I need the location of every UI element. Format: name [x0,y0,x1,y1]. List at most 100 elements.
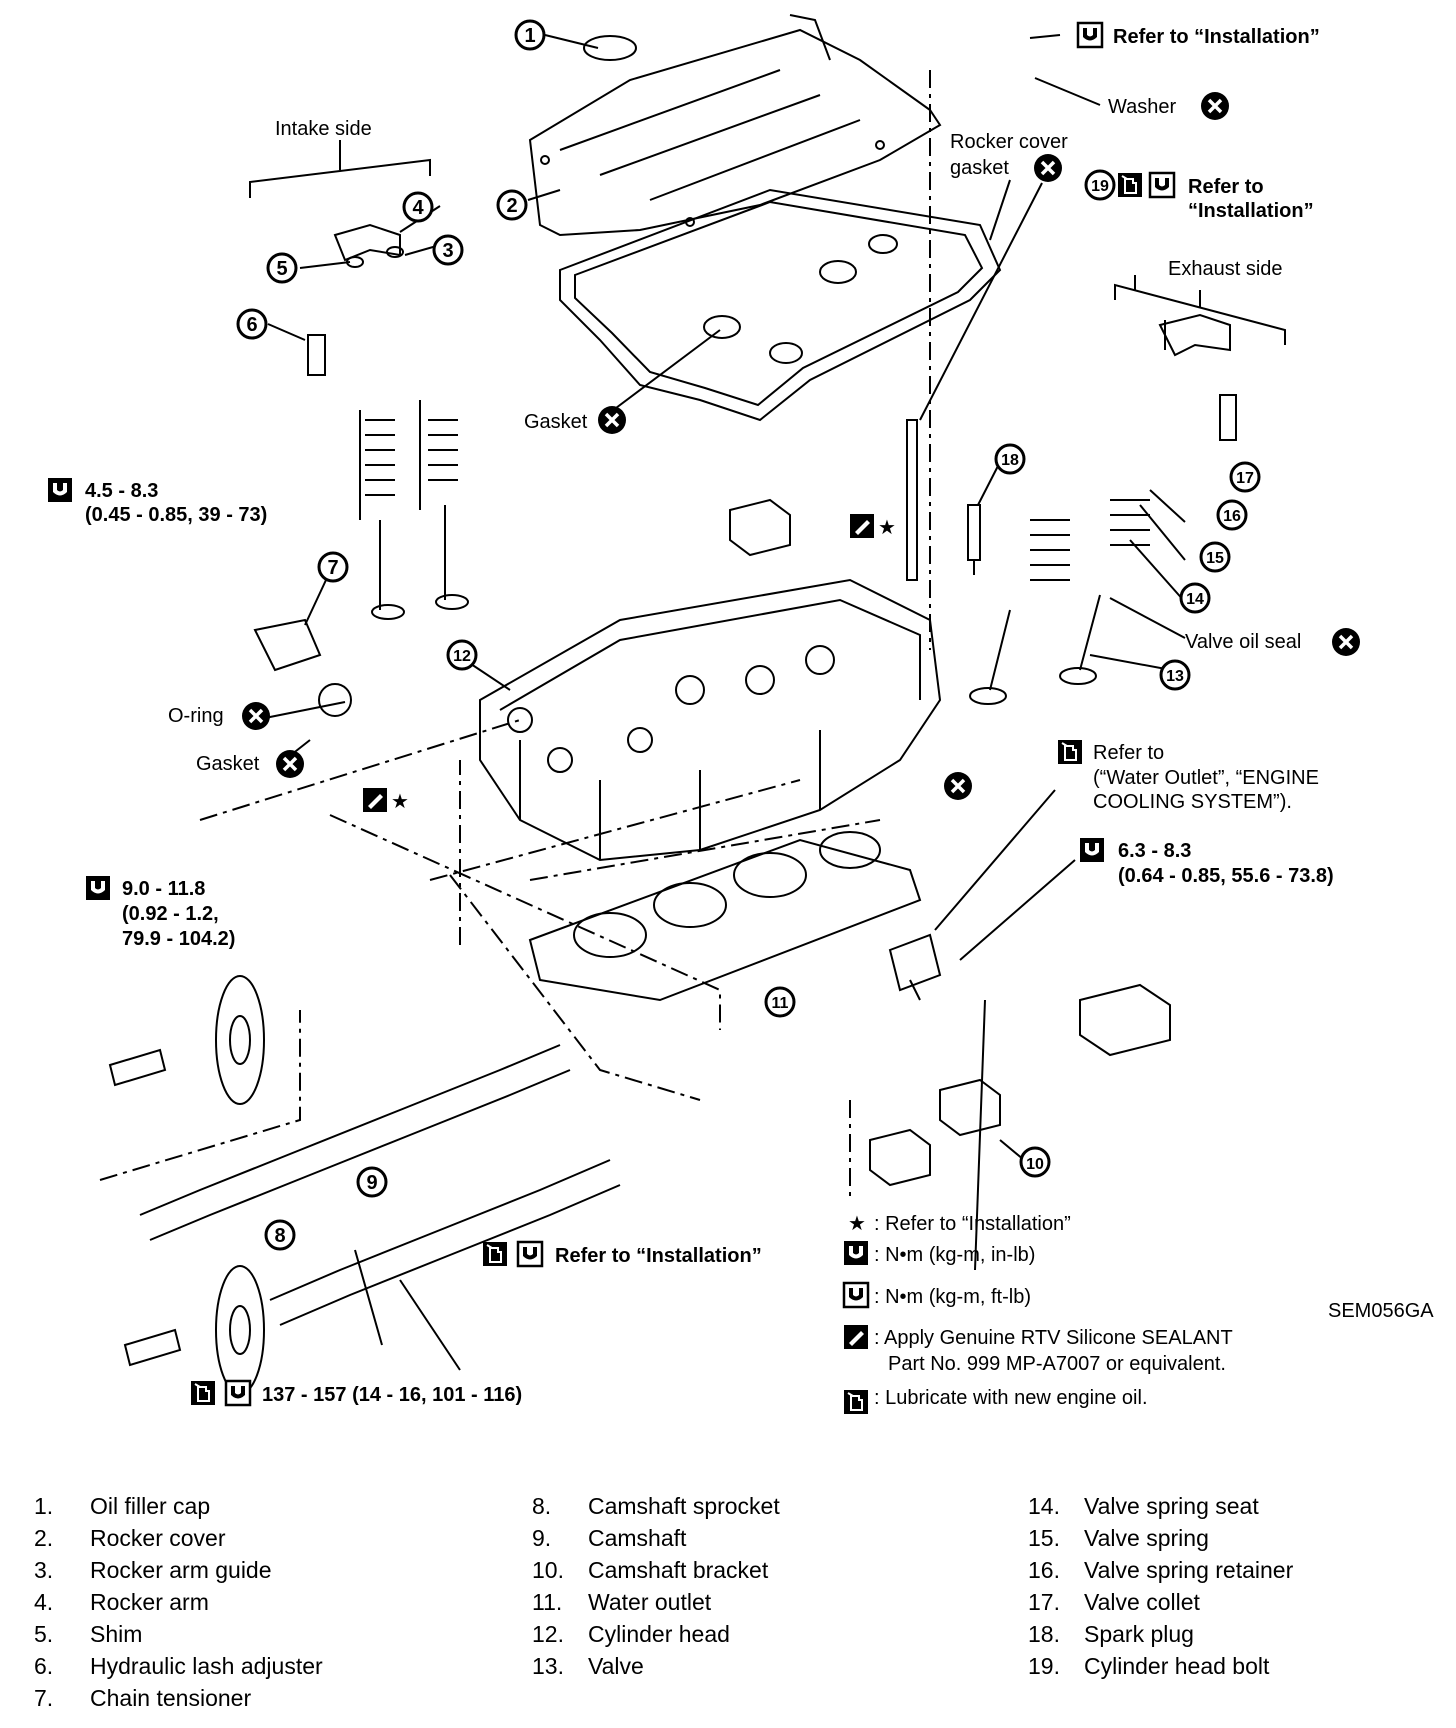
svg-text:★: ★ [848,1213,866,1235]
figure-code: SEM056GA [1328,1300,1434,1322]
rocker-cover-drawing [528,14,942,237]
svg-text:9: 9 [366,1172,377,1194]
list-item: 15.Valve spring [1028,1525,1209,1551]
callout-13: 13 [1159,659,1191,691]
svg-text:: N•m (kg-m, in-lb): : N•m (kg-m, in-lb) [874,1244,1035,1266]
valve-oil-seal-label: Valve oil seal [1185,631,1301,653]
list-item: 6.Hydraulic lash adjuster [34,1653,323,1679]
svg-text:2: 2 [506,195,517,217]
svg-text:8: 8 [274,1225,285,1247]
chain-tensioner-drawing [253,618,353,717]
camshaft-drawing [108,975,621,1395]
rocker-cover-gasket-drawing [559,188,1002,422]
exhaust-side-label: Exhaust side [1168,258,1283,280]
callout-17: 17 [1229,461,1261,493]
svg-text:79.9 - 104.2): 79.9 - 104.2) [122,928,235,950]
camshaft-brackets-drawing [729,498,1171,1187]
gasket-label-upper: Gasket [524,411,588,433]
intake-valve-train-drawing [307,223,469,620]
list-item: 10.Camshaft bracket [532,1557,769,1583]
callout-7: 7 [317,551,349,583]
svg-text:: Lubricate with new engine oi: : Lubricate with new engine oil. [874,1387,1148,1409]
list-item: 16.Valve spring retainer [1028,1557,1294,1583]
head-bolt-drawing [906,419,918,581]
list-item: 18.Spark plug [1028,1621,1194,1647]
svg-text:19: 19 [1091,178,1109,195]
symbol-legend: ★ : Refer to “Installation” : N•m (kg-m,… [842,1213,1233,1415]
callout-11: 11 [764,986,796,1018]
list-item: 11.Water outlet [532,1589,712,1615]
list-item: 2.Rocker cover [34,1525,226,1551]
list-item: 4.Rocker arm [34,1589,209,1615]
svg-text:COOLING SYSTEM”).: COOLING SYSTEM”). [1093,791,1292,813]
svg-text:(0.45 - 0.85, 39 - 73): (0.45 - 0.85, 39 - 73) [85,504,267,526]
washer-label: Washer [1108,96,1177,118]
intake-side-label: Intake side [275,118,372,140]
parts-column-3: 14.Valve spring seat 15.Valve spring 16.… [1028,1490,1293,1682]
water-outlet-drawing [888,933,942,992]
callout-19: 19 [1084,169,1116,201]
callout-6: 6 [236,308,268,340]
list-item: 9.Camshaft [532,1525,687,1551]
callout-9: 9 [356,1166,388,1198]
svg-text:6: 6 [246,314,257,336]
svg-text:13: 13 [1166,668,1184,685]
callout-12: 12 [446,639,478,671]
gasket-label-lower: Gasket [196,753,260,775]
svg-text:4: 4 [412,197,424,219]
list-item: 19.Cylinder head bolt [1028,1653,1270,1679]
svg-text:★: ★ [878,517,896,539]
svg-text:Part No. 999 MP-A7007 or equiv: Part No. 999 MP-A7007 or equivalent. [888,1353,1226,1375]
svg-text:3: 3 [442,240,453,262]
callout-4: 4 [402,191,434,223]
callout-3: 3 [432,234,464,266]
svg-text:gasket: gasket [950,157,1009,179]
svg-text:5: 5 [276,258,287,280]
callout-14: 14 [1179,582,1211,614]
rocker-cover-gasket-label: Rocker cover [950,131,1068,153]
callout-16: 16 [1216,499,1248,531]
svg-text:(0.92 - 1.2,: (0.92 - 1.2, [122,903,219,925]
list-item: 5.Shim [34,1621,143,1647]
parts-column-2: 8.Camshaft sprocket 9.Camshaft 10.Camsha… [532,1490,780,1682]
head-gasket-drawing [528,831,922,1002]
svg-text:16: 16 [1223,508,1241,525]
list-item: 8.Camshaft sprocket [532,1493,780,1519]
svg-text:(0.64 - 0.85, 55.6 - 73.8): (0.64 - 0.85, 55.6 - 73.8) [1118,865,1334,887]
callout-18: 18 [994,443,1026,475]
water-outlet-refer: Refer to [1093,742,1164,764]
svg-text:★: ★ [391,791,409,813]
list-item: 13.Valve [532,1653,644,1679]
torque-spec-d: 137 - 157 (14 - 16, 101 - 116) [262,1384,522,1406]
list-item: 7.Chain tensioner [34,1685,252,1711]
torque-spec-c: 6.3 - 8.3 [1118,840,1191,862]
o-ring-label: O-ring [168,705,224,727]
list-item: 1.Oil filler cap [34,1493,211,1519]
parts-column-1: 1.Oil filler cap 2.Rocker cover 3.Rocker… [34,1490,323,1714]
callout-10: 10 [1019,1146,1051,1178]
svg-text:11: 11 [772,995,789,1012]
cylinder-head-drawing [479,578,942,862]
svg-text:15: 15 [1206,550,1224,567]
refer-to-label: Refer to [1188,176,1264,198]
svg-text:(“Water Outlet”, “ENGINE: (“Water Outlet”, “ENGINE [1093,767,1319,789]
refer-installation-mid: Refer to “Installation” [555,1245,762,1267]
callout-2: 2 [496,189,528,221]
torque-spec-a: 4.5 - 8.3 [85,480,158,502]
svg-text:: Apply Genuine RTV Silicone S: : Apply Genuine RTV Silicone SEALANT [874,1327,1233,1349]
spark-plug-drawing [967,504,981,575]
list-item: 17.Valve collet [1028,1589,1200,1615]
callout-15: 15 [1199,541,1231,573]
exhaust-valve-train-drawing [969,313,1237,705]
svg-text:: Refer to “Installation”: : Refer to “Installation” [874,1213,1071,1235]
svg-text:“Installation”: “Installation” [1188,200,1314,222]
svg-text:10: 10 [1026,1156,1044,1173]
svg-text:14: 14 [1186,591,1204,608]
svg-text:18: 18 [1001,452,1019,469]
callout-8: 8 [264,1219,296,1251]
torque-spec-b: 9.0 - 11.8 [122,878,205,900]
callout-1: 1 [514,19,546,51]
refer-installation-top: Refer to “Installation” [1113,26,1320,48]
list-item: 12.Cylinder head [532,1621,730,1647]
